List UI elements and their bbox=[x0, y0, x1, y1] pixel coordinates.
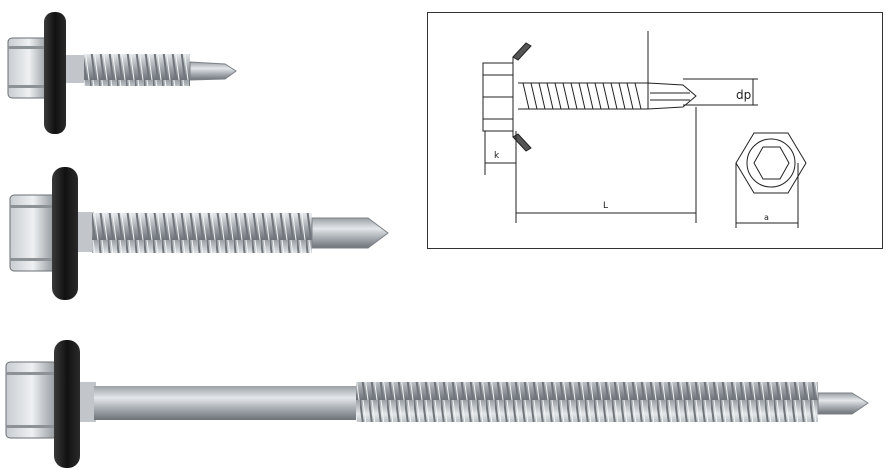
threaded-shank bbox=[92, 213, 312, 253]
l-label: L bbox=[603, 201, 608, 211]
k-label: k bbox=[494, 151, 500, 161]
washer-collar bbox=[66, 55, 86, 83]
short-screw bbox=[7, 12, 237, 134]
threaded-shank bbox=[356, 382, 818, 422]
diagram-washer-top bbox=[512, 42, 532, 61]
medium-screw bbox=[9, 167, 389, 300]
a-label: a bbox=[764, 213, 769, 222]
dp-label: dp bbox=[736, 88, 751, 102]
drill-point bbox=[189, 61, 237, 81]
sealing-washer bbox=[44, 12, 66, 134]
washer-collar bbox=[78, 212, 94, 252]
drill-point bbox=[311, 217, 389, 249]
plain-shank bbox=[94, 386, 360, 420]
drill-point bbox=[817, 392, 869, 415]
technical-drawing: k L dp a bbox=[427, 12, 883, 249]
diagram-drill-point bbox=[647, 82, 697, 110]
washer-collar bbox=[80, 382, 96, 422]
dimension-diagram: k L dp a bbox=[482, 31, 807, 228]
hex-end-view bbox=[735, 132, 807, 194]
threaded-shank bbox=[84, 54, 190, 86]
sealing-washer bbox=[52, 167, 78, 300]
long-screw bbox=[5, 340, 869, 468]
sealing-washer bbox=[54, 340, 80, 468]
